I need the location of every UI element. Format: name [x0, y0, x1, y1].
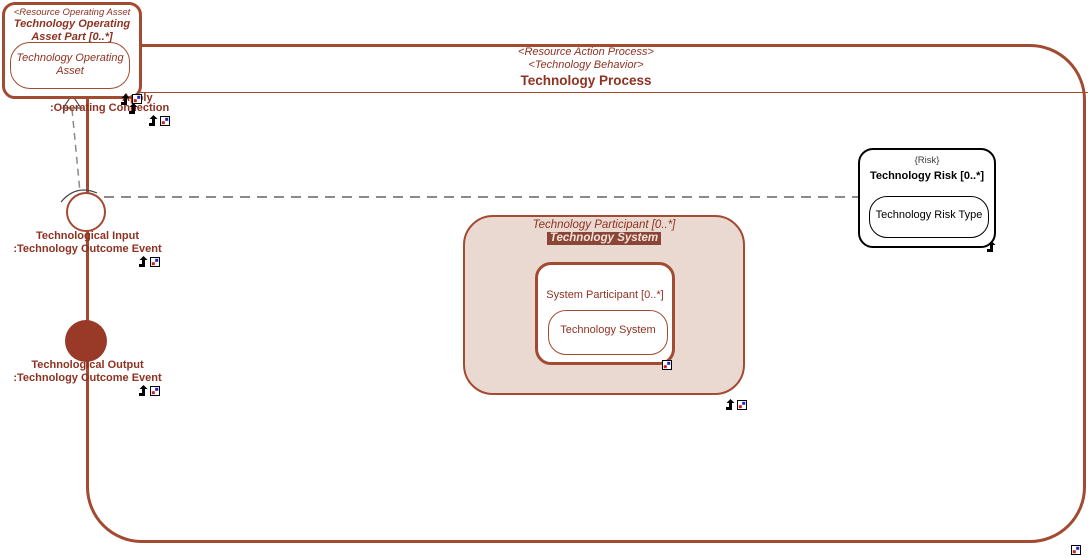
output-label-line2: :Technology Outcome Event — [13, 372, 162, 384]
navigate-icon[interactable] — [128, 103, 139, 115]
element-icon[interactable] — [662, 360, 673, 372]
input-label-line1: Technological Input — [35, 230, 140, 242]
technology-operating-asset-box[interactable]: Technology Operating Asset — [10, 42, 130, 89]
operating-connection-label: :Operating Connection — [50, 102, 170, 114]
process-header-separator — [86, 92, 1088, 93]
system-participant-title: System Participant [0..*] — [546, 289, 664, 301]
process-stereotype-2: <Technology Behavior> — [528, 59, 644, 71]
technology-risk-type-box[interactable]: Technology Risk Type — [869, 196, 989, 238]
navigate-icon[interactable] — [138, 385, 149, 397]
output-label-line1: Technological Output — [31, 359, 144, 371]
asset-part-title-line1: Technology Operating — [13, 18, 131, 30]
risk-type-label: Technology Risk Type — [875, 209, 983, 221]
technology-system-label: Technology System — [560, 324, 656, 336]
asset-part-stereotype: <Resource Operating Asset — [13, 7, 131, 18]
element-icon[interactable] — [737, 400, 748, 412]
element-icon[interactable] — [132, 94, 143, 106]
technology-system-box[interactable]: Technology System — [548, 310, 668, 355]
asset-inner-line2: Asset — [56, 65, 84, 77]
participant-title: Technology Participant [0..*] — [532, 219, 676, 231]
process-stereotype-1: <Resource Action Process> — [518, 46, 654, 58]
element-icon[interactable] — [150, 257, 161, 269]
process-header: <Resource Action Process> <Technology Be… — [86, 46, 1086, 87]
navigate-icon[interactable] — [120, 94, 131, 106]
element-icon[interactable] — [150, 386, 161, 398]
element-icon[interactable] — [160, 116, 171, 128]
input-label-line2: :Technology Outcome Event — [13, 243, 162, 255]
participant-title-block: Technology Participant [0..*] Technology… — [463, 219, 745, 245]
asset-part-title-line2: Asset Part [0..*] — [31, 31, 113, 43]
system-participant-box[interactable]: System Participant [0..*] Technology Sys… — [535, 262, 675, 365]
navigate-icon[interactable] — [148, 115, 159, 127]
input-pin-label: Technological Input :Technology Outcome … — [0, 230, 175, 256]
risk-title: Technology Risk [0..*] — [869, 170, 985, 182]
risk-tag: {Risk} — [914, 155, 940, 166]
participant-selected-name[interactable]: Technology System — [546, 232, 662, 245]
navigate-icon[interactable] — [986, 241, 997, 253]
operating-connection-dashed-line[interactable] — [71, 108, 81, 193]
asset-inner-line1: Technology Operating — [16, 52, 124, 64]
technology-process-box[interactable] — [86, 44, 1086, 543]
output-pin-label: Technological Output :Technology Outcome… — [0, 359, 175, 385]
technological-input-pin[interactable] — [66, 192, 106, 232]
technological-output-pin[interactable] — [65, 320, 107, 362]
element-icon[interactable] — [1071, 545, 1082, 557]
technology-risk-box[interactable]: {Risk} Technology Risk [0..*] Technology… — [858, 148, 996, 248]
navigate-icon[interactable] — [138, 256, 149, 268]
process-title: Technology Process — [520, 73, 652, 88]
navigate-icon[interactable] — [725, 399, 736, 411]
